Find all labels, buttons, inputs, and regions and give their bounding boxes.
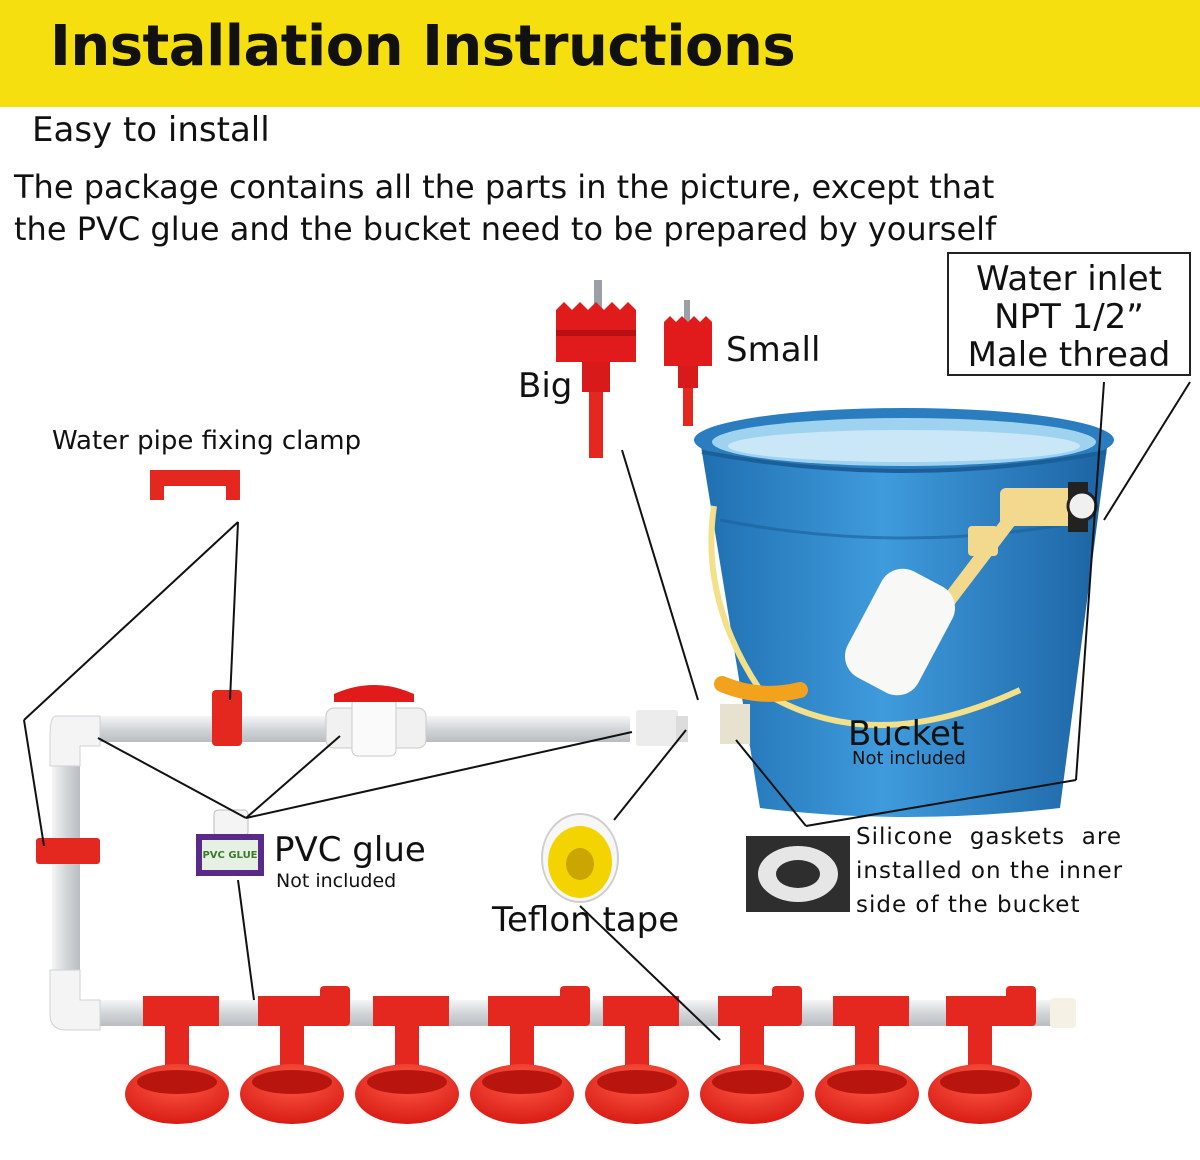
leader-lines — [23, 381, 1191, 1041]
subtitle: Easy to install — [32, 110, 270, 150]
small-saw-label: Small — [726, 330, 821, 370]
water-inlet-line-1: Water inlet — [975, 259, 1162, 299]
gasket-line-1: Silicone gaskets are — [856, 824, 1122, 850]
gasket-line-2: installed on the inner — [856, 858, 1124, 884]
ball-valve — [325, 685, 427, 757]
drinker-cups — [125, 996, 1032, 1124]
small-hole-saw — [664, 300, 712, 426]
float-valve — [844, 482, 1098, 696]
description: The package contains all the parts in th… — [14, 166, 1186, 250]
title-banner — [0, 0, 1200, 107]
clamp-label: Water pipe fixing clamp — [52, 426, 362, 456]
teflon-tape-label: Teflon tape — [492, 900, 680, 940]
bucket-label: Bucket — [848, 714, 965, 754]
water-inlet-line-3: Male thread — [967, 335, 1171, 375]
pvc-glue-can: PVC GLUE — [196, 809, 264, 876]
water-inlet-line-2: NPT 1/2” — [994, 297, 1144, 337]
can-label: PVC GLUE — [202, 850, 257, 861]
pvc-glue-note: Not included — [276, 870, 397, 892]
bucket-note: Not included — [852, 748, 966, 769]
page-title: Installation Instructions — [50, 14, 796, 79]
pvc-glue-label: PVC glue — [274, 830, 426, 870]
big-saw-label: Big — [518, 366, 573, 406]
big-hole-saw — [556, 280, 636, 458]
silicone-gasket — [746, 836, 850, 912]
description-line-2: the PVC glue and the bucket need to be p… — [14, 210, 997, 248]
water-inlet-callout: Water inlet NPT 1/2” Male thread — [947, 252, 1191, 376]
teflon-tape — [541, 813, 619, 903]
gasket-line-3: side of the bucket — [856, 892, 1081, 918]
description-line-1: The package contains all the parts in th… — [14, 168, 995, 206]
